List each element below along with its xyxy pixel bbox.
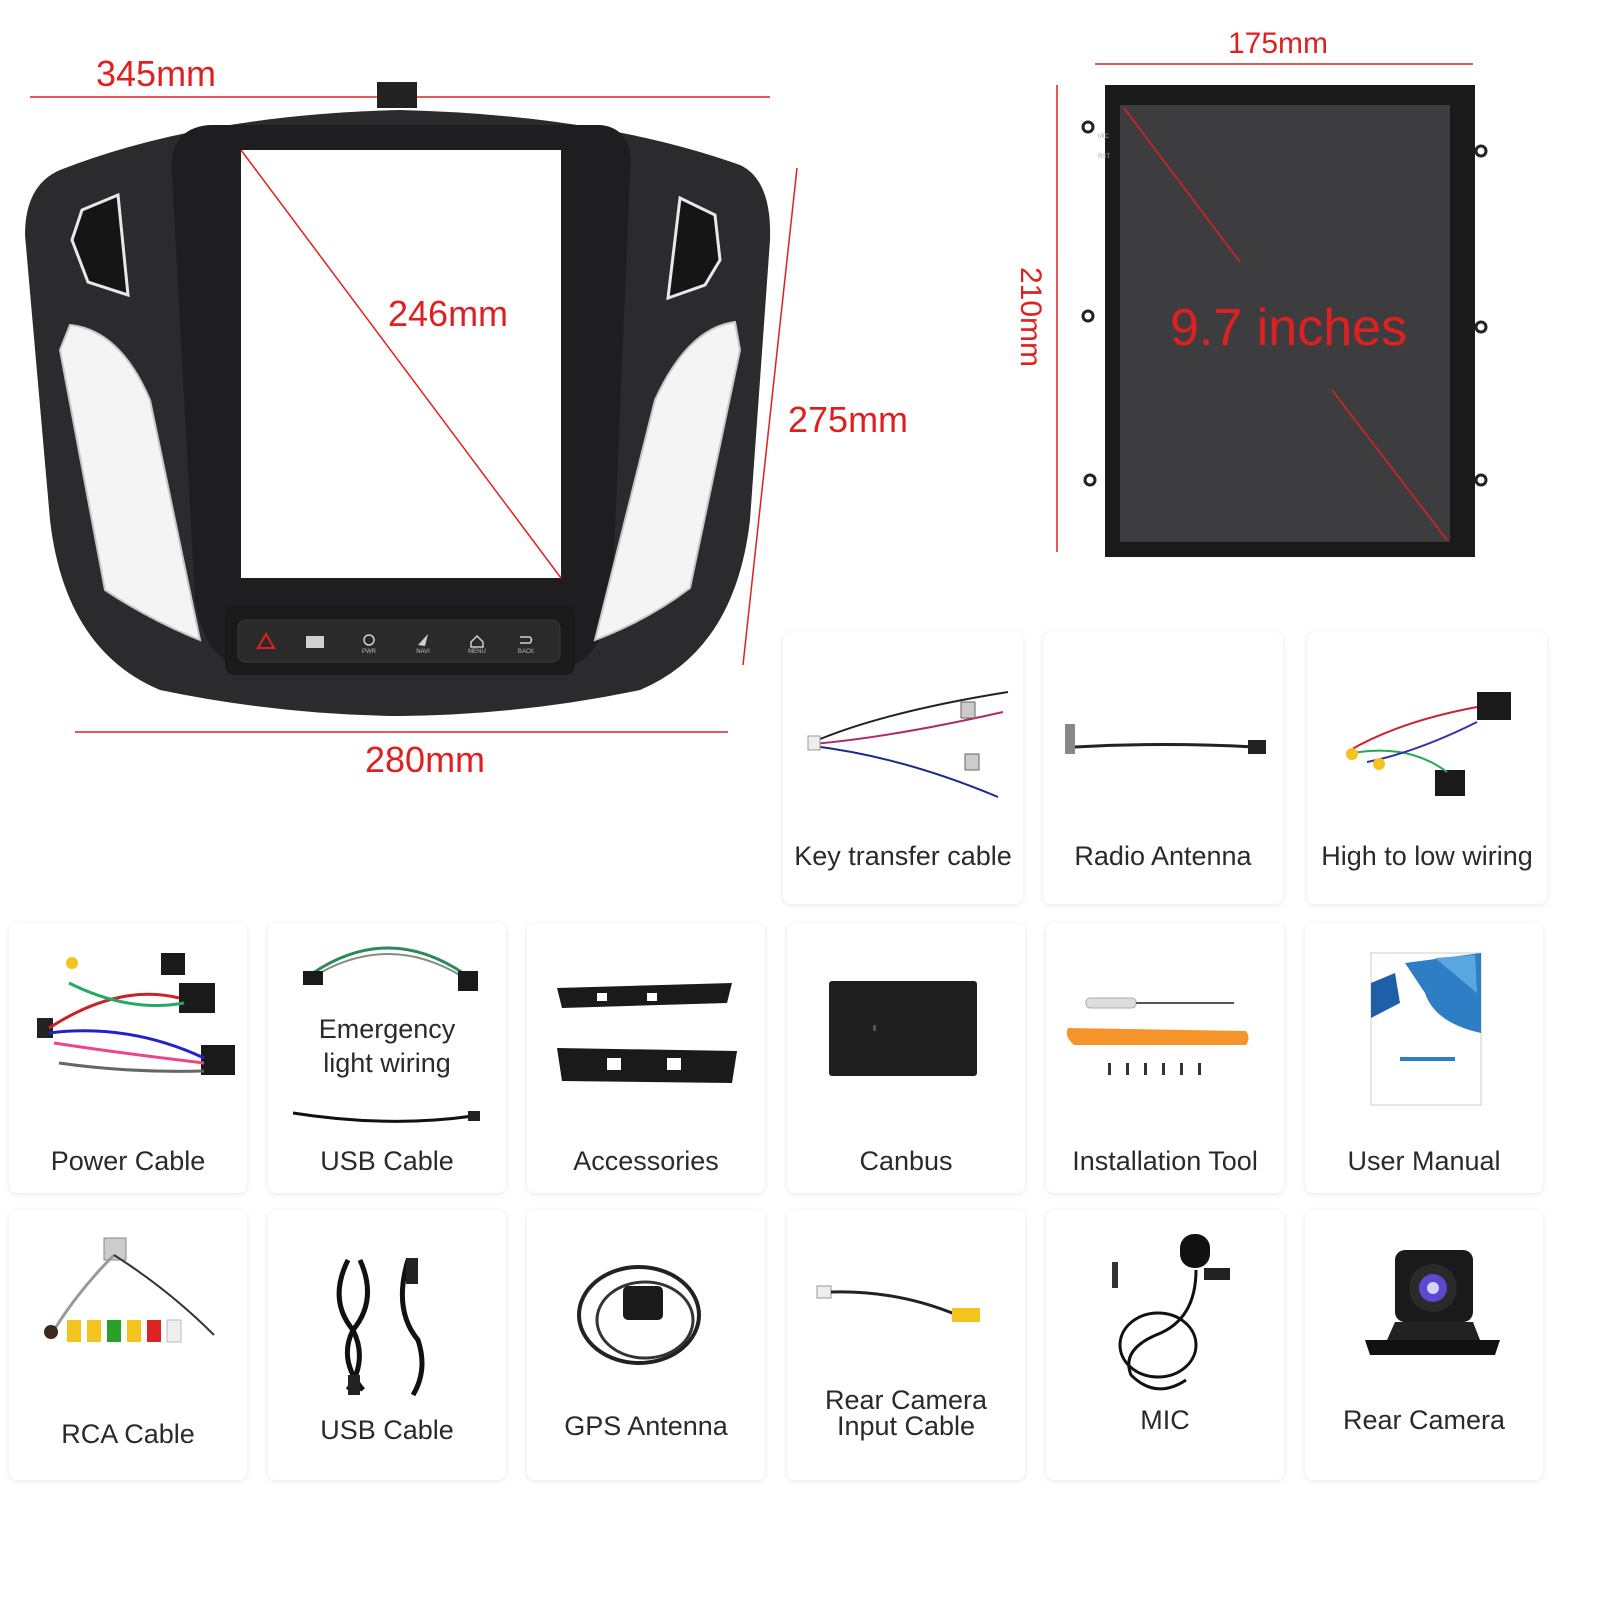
dimension-line-right (742, 167, 798, 666)
item-key-transfer-cable: Key transfer cable (783, 632, 1023, 904)
item-installation-tool: Installation Tool (1046, 923, 1284, 1193)
chrome-trim-left (58, 323, 202, 642)
item-usb-cable-2: USB Cable (268, 1210, 506, 1480)
head-unit-diagonal: 246mm (388, 293, 509, 334)
canbus-box-image (829, 981, 977, 1076)
item-rear-camera: Rear Camera (1305, 1210, 1543, 1480)
rear-camera-input-label-line-2: Input Cable (836, 1411, 976, 1441)
emergency-light-wiring-image (292, 946, 480, 1123)
item-accessories: Accessories (527, 923, 765, 1193)
diagonal-line (240, 149, 562, 579)
navigation-icon[interactable] (418, 634, 428, 646)
lock-icon[interactable] (306, 636, 324, 648)
home-icon[interactable] (470, 634, 484, 648)
item-label: Key transfer cable (794, 841, 1012, 871)
mount-tab (1081, 309, 1095, 323)
usb-cable-image (336, 1258, 425, 1397)
back-icon[interactable] (520, 636, 533, 644)
power-icon[interactable] (363, 634, 375, 646)
side-label-mic: MIC (1098, 134, 1110, 140)
air-vent-right (666, 195, 722, 301)
screen-diagonal-upper (1123, 107, 1241, 263)
mic-image (1112, 1234, 1230, 1391)
head-unit-width-bottom: 280mm (365, 739, 486, 780)
side-label-rst: RST (1098, 154, 1110, 160)
mounting-clip (377, 82, 417, 108)
item-mic: MIC (1046, 1210, 1284, 1480)
button-label-navi: NAVI (416, 649, 430, 655)
screen-diagonal-lower (1331, 389, 1448, 541)
mount-tab (1474, 473, 1488, 487)
usb-cable-label: USB Cable (320, 1146, 454, 1176)
emergency-light-label-line-2: light wiring (323, 1048, 451, 1078)
item-radio-antenna: Radio Antenna (1043, 632, 1283, 904)
radio-antenna-image (1065, 724, 1266, 754)
button-label-menu: MENU (468, 649, 486, 655)
mount-tab (1083, 473, 1097, 487)
rear-camera-input-label-line-1: Rear Camera (824, 1385, 988, 1415)
head-unit-width-top: 345mm (96, 53, 217, 94)
button-label-back: BACK (518, 649, 534, 655)
mounting-brackets-image (557, 983, 737, 1083)
mount-tab (1474, 144, 1488, 158)
item-label: Installation Tool (1072, 1146, 1258, 1176)
item-power-cable: Power Cable (9, 923, 247, 1193)
mount-tab (1081, 120, 1095, 134)
user-manual-image (1370, 952, 1482, 1106)
head-unit-height: 275mm (788, 399, 909, 440)
button-label-pwr: PWR (362, 649, 377, 655)
mount-tab (1474, 320, 1488, 334)
power-cable-image (37, 953, 235, 1075)
emergency-light-label-line-1: Emergency (318, 1014, 456, 1044)
rca-cable-image (44, 1237, 215, 1343)
item-emergency-usb: Emergency light wiring USB Cable (268, 923, 506, 1193)
rear-camera-image (1365, 1250, 1500, 1355)
item-label: USB Cable (320, 1415, 454, 1445)
item-canbus: Canbus (787, 923, 1025, 1193)
item-gps-antenna: GPS Antenna (527, 1210, 765, 1480)
item-label: GPS Antenna (564, 1411, 728, 1441)
item-high-to-low-wiring: High to low wiring (1307, 632, 1547, 904)
screen-size-label: 9.7 inches (1170, 299, 1408, 357)
item-label: MIC (1140, 1405, 1190, 1435)
item-rear-camera-input-cable: Rear Camera Input Cable (787, 1210, 1025, 1480)
hazard-icon[interactable] (256, 631, 276, 649)
rear-camera-input-cable-image (816, 1285, 980, 1322)
air-vent-left (70, 192, 130, 298)
chrome-trim-right (593, 320, 742, 642)
item-user-manual: User Manual (1305, 923, 1543, 1193)
gps-antenna-image (577, 1265, 701, 1365)
high-to-low-wiring-image (1346, 692, 1511, 796)
item-label: Radio Antenna (1074, 841, 1252, 871)
key-transfer-cable-image (807, 691, 1009, 798)
screen-height-label: 210mm (1014, 266, 1047, 368)
item-label: Accessories (573, 1146, 719, 1176)
item-label: Power Cable (50, 1146, 206, 1176)
head-unit-diagram: PWR NAVI MENU BACK (25, 82, 798, 733)
item-label: User Manual (1347, 1146, 1501, 1176)
item-label: Rear Camera (1342, 1405, 1506, 1435)
item-label: Canbus (859, 1146, 953, 1176)
item-label: High to low wiring (1321, 841, 1533, 871)
button-strip (237, 619, 561, 663)
item-label: RCA Cable (61, 1419, 195, 1449)
item-rca-cable: RCA Cable (9, 1210, 247, 1480)
installation-tool-image (1066, 997, 1249, 1075)
screen-width-label: 175mm (1228, 27, 1329, 60)
